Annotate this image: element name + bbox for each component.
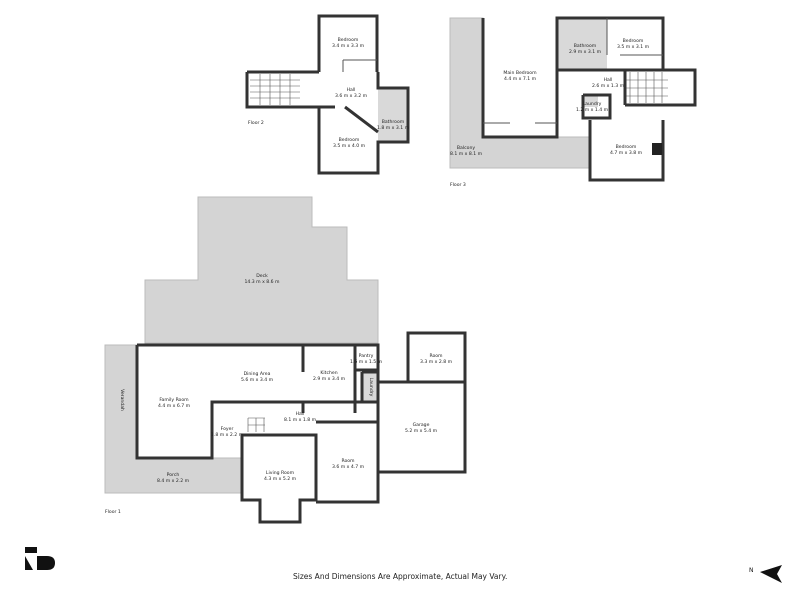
room-size: 2.6 m x 1.3 m [592,83,625,89]
room-size: 5.2 m x 5.4 m [405,428,438,434]
disclaimer: Sizes And Dimensions Are Approximate, Ac… [293,572,508,581]
room-name: Foyer [221,426,234,432]
fireplace [652,143,662,155]
room-name: Family Room [159,397,189,403]
room-name: Bedroom [339,137,360,143]
floor-3: Main Bedroom 4.4 m x 7.1 m Bathroom 2.9 … [449,16,697,188]
room-size: 4.3 m x 5.2 m [264,476,297,482]
room-size: 8.1 m x 1.8 m [284,417,317,423]
room-size: 1.2 m x 1.4 m [576,107,609,113]
room-name: Hall [604,77,613,83]
room-size: 1.8 m x 3.1 m [377,125,410,131]
room-size: 3.5 m x 4.0 m [333,143,366,149]
stairs [625,72,668,103]
room-name: Bathroom [382,119,405,125]
laundry-floor-fill [362,372,378,402]
stairs [247,417,265,432]
room-size: 1.8 m x 2.2 m [211,432,244,438]
room-name: Room [429,353,443,359]
verandah-porch-area [104,344,243,494]
room-size: 4.4 m x 7.1 m [504,76,537,82]
room-name: Balcony [457,145,475,151]
room-size: 4.4 m x 6.7 m [158,403,191,409]
room-name: Garage [413,422,430,428]
room-size: 14.3 m x 8.6 m [244,279,280,285]
room-name: Verandah [119,389,125,411]
floor-1: Dining Area 5.6 m x 3.4 m Kitchen 2.9 m … [104,196,467,524]
room-size: 3.6 m x 3.2 m [335,93,368,99]
room-size: 2.9 m x 3.4 m [313,376,346,382]
room-name: Laundry [583,101,602,107]
bathroom-floor-fill [378,88,408,142]
room-name: Dining Area [244,371,271,377]
room-name: Deck [256,273,268,279]
room-size: 8.1 m x 8.1 m [450,151,483,157]
room-name: Bedroom [616,144,637,150]
room-size: 3.6 m x 4.7 m [332,464,365,470]
room-name: Hall [296,411,305,417]
floor-label: Floor 2 [248,120,264,126]
north-arrow-icon: N [749,565,782,583]
room-size: 2.9 m x 3.1 m [569,49,602,55]
room-name: Kitchen [320,370,337,376]
room-name: Porch [167,472,180,478]
room-size: 1.6 m x 1.5 m [350,359,383,365]
compass-label: N [749,567,754,574]
room-size: 3.5 m x 3.1 m [617,44,650,50]
deck-area [144,196,379,344]
room-size: 4.7 m x 3.8 m [610,150,643,156]
room-size: 8.4 m x 2.2 m [157,478,190,484]
floor-label: Floor 3 [450,182,466,188]
room-name: Bedroom [623,38,644,44]
room-name: Living Room [266,470,295,476]
floor-label: Floor 1 [105,509,121,515]
room-name: Bathroom [574,43,597,49]
room-name: Hall [347,87,356,93]
stairs [250,74,300,105]
room-name: Main Bedroom [503,70,537,76]
room-name: Laundry [368,378,374,397]
room-size: 5.6 m x 3.4 m [241,377,274,383]
room-size: 3.3 m x 2.8 m [420,359,453,365]
laundry-floor-fill [583,95,598,107]
room-name: Bedroom [338,37,359,43]
room-name: Pantry [359,353,374,359]
room-name: Room [341,458,355,464]
bathroom-floor-fill [557,18,607,70]
floor-2: Bedroom 3.4 m x 3.3 m Hall 3.6 m x 3.2 m… [245,14,410,175]
room-size: 3.4 m x 3.3 m [332,43,365,49]
brand-logo-icon [25,547,55,570]
